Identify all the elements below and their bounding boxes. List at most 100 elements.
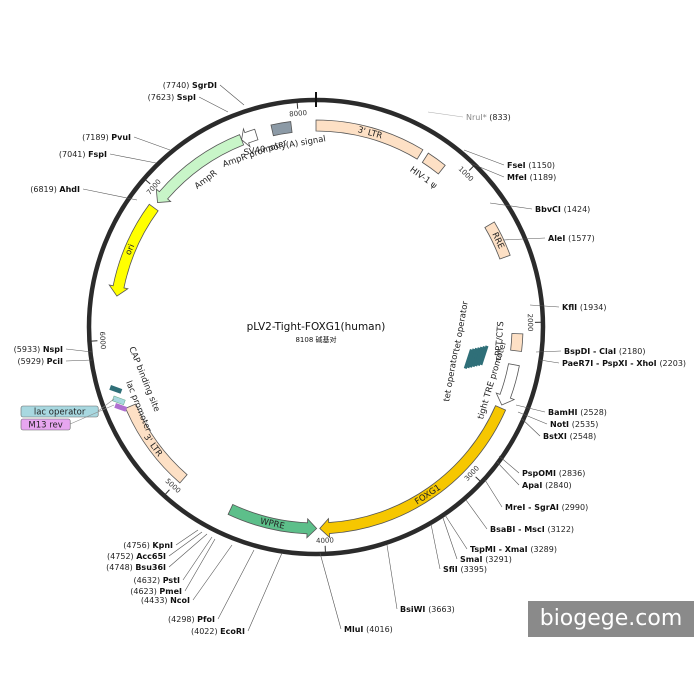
site-leader-bsiwi: [386, 544, 398, 610]
site-name: BstXI: [543, 432, 570, 441]
site-position: (3289): [530, 545, 557, 554]
site-position: (1934): [580, 303, 607, 312]
site-name: AleI: [548, 234, 568, 243]
site-kfli: KflI (1934): [562, 303, 607, 312]
site-name: PmeI: [159, 587, 182, 596]
tet-operator-box: [471, 347, 481, 368]
site-leader-psti: [182, 536, 213, 581]
site-position: (4433): [141, 596, 170, 605]
site-position: (1424): [564, 205, 591, 214]
tet-operator-group: [463, 345, 489, 369]
tet-operator-box: [466, 348, 476, 369]
site-leader-pvui: [133, 136, 171, 151]
plasmid-title: pLV2-Tight-FOXG1(human): [247, 321, 386, 333]
site-position: (2840): [545, 481, 572, 490]
site-position: (4016): [366, 625, 393, 634]
site-position: (3291): [485, 555, 512, 564]
site-position: (2535): [572, 420, 599, 429]
watermark: biogege.com: [528, 601, 694, 637]
site-position: (4022): [191, 627, 220, 636]
site-name: NruI*: [466, 113, 489, 122]
site-name: EcoRI: [220, 627, 245, 636]
tick-mark: [296, 102, 299, 109]
site-leader-smai: [442, 517, 458, 560]
site-leader-acc65i: [168, 531, 203, 557]
tick-mark: [468, 165, 474, 171]
site-name: BbvCI: [535, 205, 564, 214]
tick-label-2000: 2000: [526, 314, 534, 332]
site-name: NcoI: [170, 596, 190, 605]
tick-label-6000: 6000: [98, 331, 107, 349]
feature-ampr-promoter: [241, 127, 259, 148]
site-name: PspOMI: [522, 469, 559, 478]
site-leader-pmei: [184, 538, 216, 592]
site-position: (1189): [530, 173, 557, 182]
site-position: (6819): [30, 185, 59, 194]
site-bsabi-msci: BsaBI - MscI (3122): [490, 525, 574, 534]
site-ahdi: (6819) AhdI: [30, 185, 80, 194]
site-nspi: (5933) NspI: [14, 345, 63, 354]
site-position: (7623): [148, 93, 177, 102]
site-mlui: MluI (4016): [344, 625, 393, 634]
site-fspi: (7041) FspI: [59, 150, 107, 159]
site-leader-bspdi-clai: [535, 350, 562, 353]
site-position: (3122): [547, 525, 574, 534]
feature-foxg1: [319, 405, 507, 539]
m13-rev-box: [114, 403, 128, 412]
tag-box-m13-rev: [20, 418, 71, 431]
site-leader-ncoi: [192, 544, 233, 601]
site-name: SfiI: [443, 565, 460, 574]
site-nrui: NruI* (833): [466, 113, 511, 122]
feature-ori: [108, 203, 159, 297]
site-bsiwi: BsiWI (3663): [400, 605, 455, 614]
site-pfoi: (4298) PfoI: [168, 615, 215, 624]
site-leader-bsu36i: [168, 533, 208, 568]
site-sfii: SfiI (3395): [443, 565, 487, 574]
site-name: SgrDI: [192, 81, 217, 90]
tet-operator-label-a: tet operator: [452, 300, 471, 353]
site-position: (5933): [14, 345, 43, 354]
site-leader-sgrdi: [219, 84, 245, 106]
site-leader-fsei: [463, 149, 505, 166]
site-name: NspI: [43, 345, 63, 354]
site-name: PaeR7I - PspXI - XhoI: [562, 359, 659, 368]
site-smai: SmaI (3291): [460, 555, 512, 564]
feature-tight-tre-promoter: [495, 363, 520, 406]
feature-label-cppt-cts: cPPT/CTS: [493, 321, 506, 361]
site-noti: NotI (2535): [550, 420, 598, 429]
tick-mark: [475, 476, 481, 482]
site-bsu36i: (4748) Bsu36I: [106, 563, 166, 572]
site-leader-nrui: [427, 111, 464, 118]
site-leader-bsabi-msci: [465, 499, 488, 530]
site-fsei: FseI (1150): [507, 161, 555, 170]
site-acc65i: (4752) Acc65I: [107, 552, 166, 561]
site-leader-mrei-sgrai: [484, 479, 503, 508]
site-name: FspI: [88, 150, 107, 159]
site-leader-ecori: [247, 552, 283, 632]
site-bspdi-clai: BspDI - ClaI (2180): [564, 347, 645, 356]
site-position: (2990): [562, 503, 589, 512]
site-name: FseI: [507, 161, 528, 170]
site-name: MluI: [344, 625, 366, 634]
tag-m13-rev: M13 rev: [28, 420, 62, 430]
site-pspomi: PspOMI (2836): [522, 469, 585, 478]
site-position: (4756): [123, 541, 152, 550]
site-position: (2528): [580, 408, 607, 417]
feature-rre: [484, 221, 511, 260]
plasmid-size: 8108 碱基对: [295, 335, 336, 344]
feature-ampr: [155, 134, 245, 203]
site-name: PciI: [47, 357, 63, 366]
feature-label-ampr: AmpR: [193, 168, 219, 191]
site-psti: (4632) PstI: [134, 576, 180, 585]
site-leader-pfoi: [217, 549, 255, 620]
site-name: SmaI: [460, 555, 485, 564]
site-position: (2548): [570, 432, 597, 441]
site-name: Bsu36I: [135, 563, 166, 572]
tag-leader-m13-rev: [70, 404, 115, 425]
site-leader-tspmi-xmai: [444, 514, 468, 550]
tick-label-4000: 4000: [316, 536, 334, 545]
site-apai: ApaI (2840): [522, 481, 572, 490]
tick-label-8000: 8000: [289, 109, 307, 118]
site-name: TspMI - XmaI: [470, 545, 530, 554]
site-leader-sspi: [198, 96, 229, 113]
